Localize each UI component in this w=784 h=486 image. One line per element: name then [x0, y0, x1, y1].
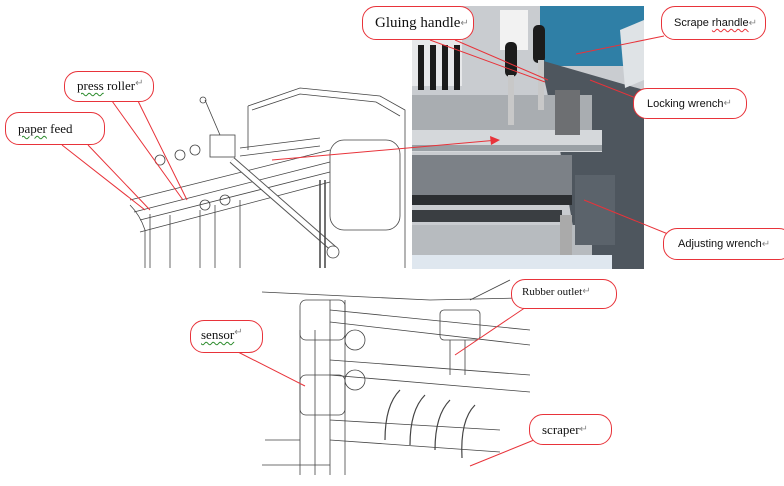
callout-scrape-handle: Scrape rhandle↵ — [661, 6, 766, 40]
machine-photo — [412, 6, 644, 269]
machine-drawing-top — [129, 87, 406, 268]
callout-adjusting-wrench: Adjusting wrench↵ — [663, 228, 784, 260]
callout-paper-feed: paper feed — [5, 112, 105, 145]
arrow-head — [490, 136, 500, 145]
callout-locking-wrench: Locking wrench↵ — [633, 88, 747, 119]
machine-drawing-bottom — [261, 279, 531, 475]
callout-pointers — [61, 35, 669, 467]
callout-press-roller: press roller↵ — [64, 71, 154, 102]
callout-scraper: scraper↵ — [529, 414, 612, 445]
callout-rubber-outlet: Rubber outlet↵ — [511, 279, 617, 309]
callout-sensor: sensor↵ — [190, 320, 263, 353]
callout-gluing-handle: Gluing handle↵ — [362, 6, 474, 40]
